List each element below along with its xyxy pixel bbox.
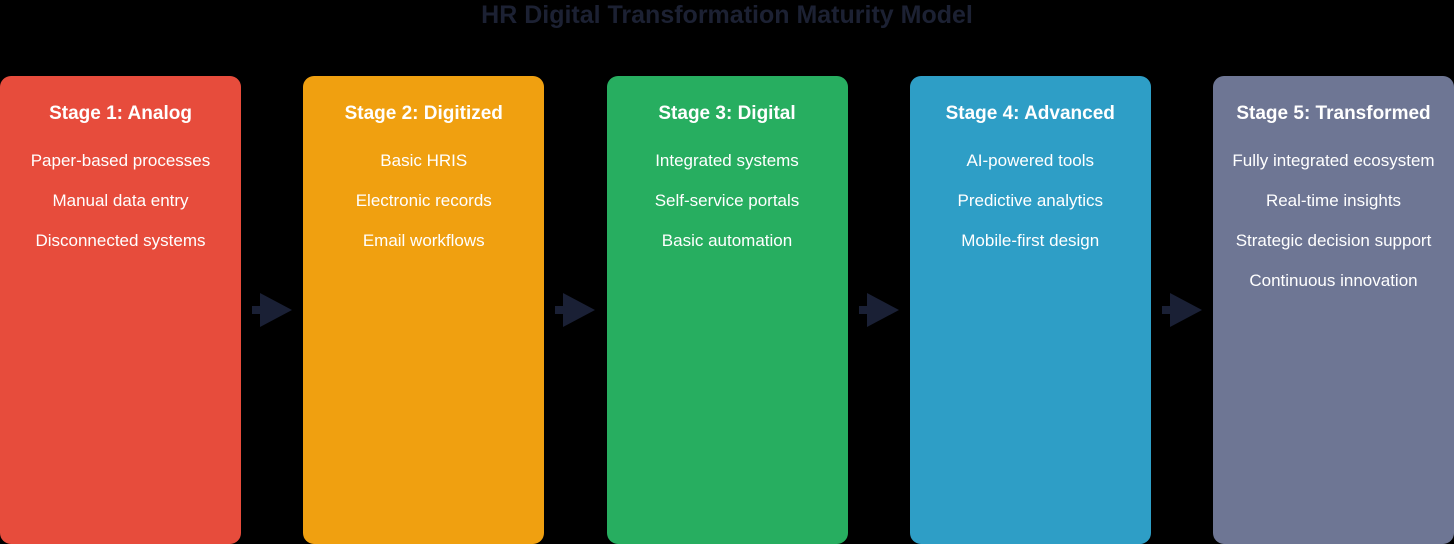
stage-card-4[interactable]: Stage 4: Advanced AI-powered tools Predi… <box>909 76 1151 544</box>
stage-title: Stage 3: Digital <box>658 103 796 124</box>
stage-connector-1 <box>241 76 303 544</box>
stage-item-list: Basic HRIS Electronic records Email work… <box>313 147 534 267</box>
stage-item: Basic automation <box>661 231 793 250</box>
arrow-head <box>866 293 899 327</box>
stage-item: AI-powered tools <box>966 151 1095 170</box>
arrow-head <box>260 293 293 327</box>
stage-item: Strategic decision support <box>1235 231 1432 250</box>
arrow-head <box>1169 293 1202 327</box>
stage-item: Basic HRIS <box>380 151 468 170</box>
arrow-right-icon <box>858 293 899 327</box>
arrow-right-icon <box>252 293 293 327</box>
stage-title: Stage 2: Digitized <box>344 103 503 124</box>
arrow-tail <box>555 306 570 314</box>
stage-item: Manual data entry <box>52 191 189 210</box>
stage-item: Fully integrated ecosystem <box>1232 151 1435 170</box>
stage-item: Self-service portals <box>654 191 800 210</box>
stage-item-list: Fully integrated ecosystem Real-time ins… <box>1223 147 1444 307</box>
stage-item-list: AI-powered tools Predictive analytics Mo… <box>920 147 1141 267</box>
arrow-head <box>563 293 596 327</box>
page-title: HR Digital Transformation Maturity Model <box>481 1 973 29</box>
stage-card-2[interactable]: Stage 2: Digitized Basic HRIS Electronic… <box>303 76 545 544</box>
stage-item: Electronic records <box>355 191 492 210</box>
stage-item-list: Integrated systems Self-service portals … <box>617 147 838 267</box>
stage-card-3[interactable]: Stage 3: Digital Integrated systems Self… <box>606 76 848 544</box>
stage-item-list: Paper-based processes Manual data entry … <box>10 147 231 267</box>
stage-item: Real-time insights <box>1265 191 1402 210</box>
stage-card-1[interactable]: Stage 1: Analog Paper-based processes Ma… <box>0 76 241 544</box>
stage-item: Integrated systems <box>655 151 799 170</box>
stage-connector-4 <box>1151 76 1213 544</box>
arrow-right-icon <box>1161 293 1202 327</box>
stage-connector-3 <box>848 76 910 544</box>
stage-connector-2 <box>544 76 606 544</box>
stage-title: Stage 5: Transformed <box>1236 103 1431 124</box>
stage-card-5[interactable]: Stage 5: Transformed Fully integrated ec… <box>1213 76 1454 544</box>
stage-item: Disconnected systems <box>35 231 206 250</box>
arrow-right-icon <box>555 293 596 327</box>
maturity-stage-flow: Stage 1: Analog Paper-based processes Ma… <box>0 76 1454 544</box>
stage-item: Continuous innovation <box>1249 271 1418 290</box>
stage-item: Predictive analytics <box>957 191 1103 210</box>
stage-item: Mobile-first design <box>961 231 1100 250</box>
stage-title: Stage 1: Analog <box>49 103 192 124</box>
arrow-tail <box>252 306 267 314</box>
arrow-tail <box>1161 306 1176 314</box>
stage-item: Paper-based processes <box>30 151 211 170</box>
arrow-tail <box>858 306 873 314</box>
stage-title: Stage 4: Advanced <box>945 103 1115 124</box>
stage-item: Email workflows <box>362 231 485 250</box>
